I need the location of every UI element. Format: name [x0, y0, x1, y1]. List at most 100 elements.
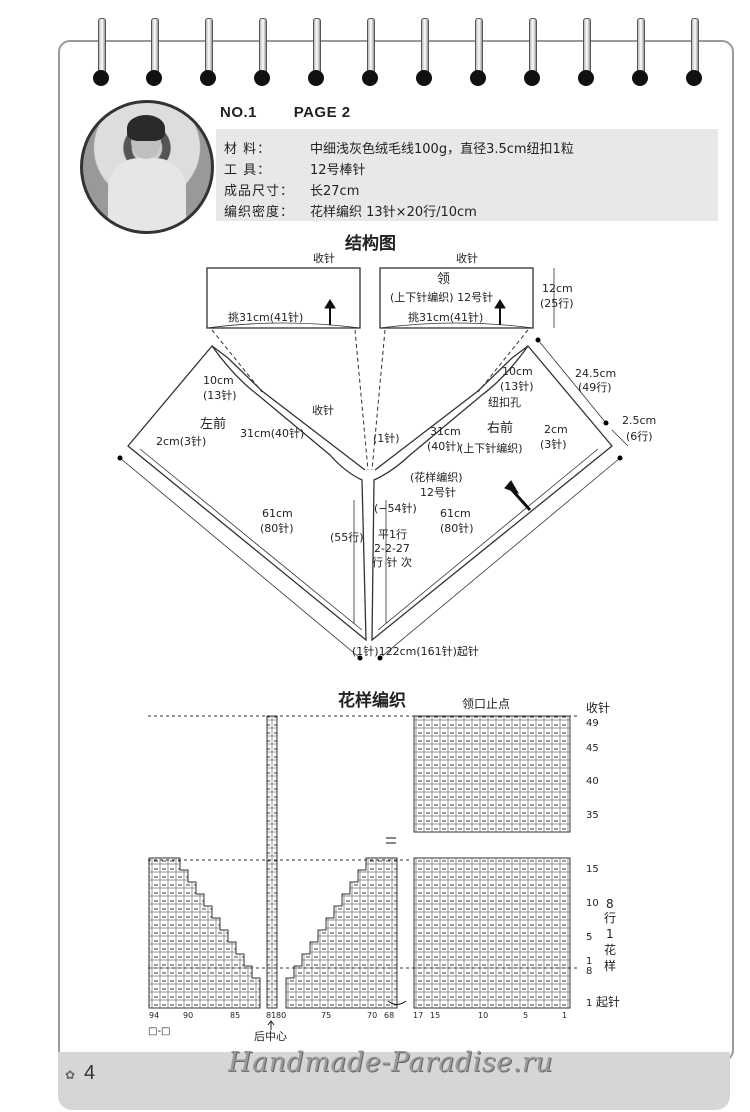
- side-49-rows: (49行): [578, 381, 612, 394]
- page-number: 4: [84, 1062, 96, 1084]
- right-10cm: 10cm: [502, 365, 533, 378]
- info-row-tools: 工 具： 12号棒针: [224, 159, 366, 178]
- row-mark-5: 5: [586, 932, 592, 943]
- row-mark-10: 10: [586, 898, 599, 909]
- info-row-size: 成品尺寸： 长27cm: [224, 180, 359, 199]
- chart-title: 花样编织: [338, 691, 406, 711]
- decrease-words: 行 针 次: [372, 555, 412, 569]
- col-75: 75: [321, 1011, 331, 1020]
- col-70: 70: [367, 1011, 377, 1020]
- right-collar-castoff: 收针: [456, 251, 478, 265]
- right-2cm: 2cm: [544, 423, 568, 436]
- collar-height: 12cm: [542, 282, 573, 295]
- side-24-5cm: 24.5cm: [575, 367, 616, 380]
- spiral-ring: [254, 18, 270, 88]
- spiral-ring: [578, 18, 594, 88]
- row-mark-45: 45: [586, 743, 599, 754]
- watermark: Handmade-Paradise.ru: [228, 1047, 554, 1078]
- header-title: NO.1 PAGE 2: [220, 104, 383, 121]
- structure-title: 结构图: [345, 234, 396, 254]
- info-label: 材 料：: [224, 142, 272, 157]
- col-5: 5: [523, 1011, 528, 1020]
- right-collar-pickup: 挑31cm(41针): [408, 310, 483, 324]
- col-10: 10: [478, 1011, 488, 1020]
- pattern-note-8: 8: [606, 897, 614, 911]
- collar-name: 领: [437, 272, 450, 287]
- pattern-label: (花样编织): [410, 470, 463, 484]
- pattern-number: NO.1: [220, 104, 258, 121]
- side-6-rows: (6行): [626, 430, 653, 443]
- spiral-ring: [308, 18, 324, 88]
- spiral-ring: [200, 18, 216, 88]
- rows-55: (55行): [330, 531, 364, 544]
- info-row-gauge: 编织密度： 花样编织 13针×20行/10cm: [224, 201, 477, 220]
- side-2-5cm: 2.5cm: [622, 414, 656, 427]
- info-value: 花样编织 13针×20行/10cm: [310, 205, 477, 220]
- needle-label: 12号针: [420, 485, 456, 499]
- spiral-ring: [93, 18, 109, 88]
- col-85: 85: [230, 1011, 240, 1020]
- spiral-ring: [416, 18, 432, 88]
- col-81: 81: [266, 1011, 276, 1020]
- materials-box: [216, 129, 718, 221]
- left-10cm: 10cm: [203, 374, 234, 387]
- col-80: 80: [276, 1011, 286, 1020]
- left-13st: (13针): [203, 388, 237, 402]
- right-40st: (40针): [427, 439, 461, 453]
- spiral-ring: [632, 18, 648, 88]
- collar-rows: (25行): [540, 297, 574, 310]
- info-value: 12号棒针: [310, 163, 366, 178]
- pattern-note-flower: 花: [604, 942, 616, 957]
- pattern-note-1: 1: [606, 927, 614, 941]
- right-31cm: 31cm: [430, 425, 461, 438]
- info-label: 工 具：: [224, 163, 272, 178]
- left-front-name: 左前: [200, 416, 226, 432]
- spiral-ring: [524, 18, 540, 88]
- buttonhole-label: 纽扣孔: [488, 395, 521, 409]
- back-center-label: 后中心: [254, 1030, 287, 1043]
- left-80st: (80针): [260, 521, 294, 535]
- page-label: PAGE 2: [293, 104, 351, 121]
- col-94: 94: [149, 1011, 159, 1020]
- col-17: 17: [413, 1011, 423, 1020]
- info-label: 成品尺寸：: [224, 184, 295, 199]
- decrease-rule: 2-2-27: [374, 542, 410, 555]
- left-castoff: 收针: [312, 403, 334, 417]
- spiral-ring: [470, 18, 486, 88]
- collar-stitch: (上下针编织) 12号针: [390, 290, 493, 304]
- row-mark-1: 1: [586, 998, 592, 1009]
- info-value: 中细浅灰色绒毛线100g，直径3.5cm纽扣1粒: [310, 142, 574, 157]
- chart-legend: □-□: [148, 1026, 171, 1037]
- decrease-count: (−54针): [374, 501, 417, 515]
- left-61cm: 61cm: [262, 507, 293, 520]
- chart-castoff: 收针: [586, 700, 610, 715]
- spiral-ring: [686, 18, 702, 88]
- pattern-note-row: 行: [604, 911, 616, 925]
- row-mark-8: 8: [586, 966, 592, 977]
- bottom-caston: (1针)122cm(161针)起针: [352, 644, 479, 658]
- col-1: 1: [562, 1011, 567, 1020]
- left-collar-castoff: 收针: [313, 251, 335, 265]
- pattern-note-pattern: 样: [604, 958, 616, 973]
- spiral-ring: [362, 18, 378, 88]
- center-stitch: (1针): [373, 431, 400, 445]
- info-label: 编织密度：: [224, 205, 295, 220]
- neck-stop-label: 领口止点: [462, 697, 510, 711]
- col-68: 68: [384, 1011, 394, 1020]
- col-90: 90: [183, 1011, 193, 1020]
- flower-icon: ✿: [65, 1068, 76, 1082]
- col-15: 15: [430, 1011, 440, 1020]
- footer-band: [58, 1052, 730, 1110]
- right-13st: (13针): [500, 379, 534, 393]
- left-collar-pickup: 挑31cm(41针): [228, 310, 303, 324]
- right-80st: (80针): [440, 521, 474, 535]
- info-value: 长27cm: [310, 184, 360, 199]
- chart-caston: 起针: [596, 994, 620, 1009]
- flat-row: 平1行: [378, 528, 407, 541]
- row-mark-49: 49: [586, 718, 599, 729]
- left-2cm: 2cm(3针): [156, 434, 206, 448]
- row-mark-40: 40: [586, 776, 599, 787]
